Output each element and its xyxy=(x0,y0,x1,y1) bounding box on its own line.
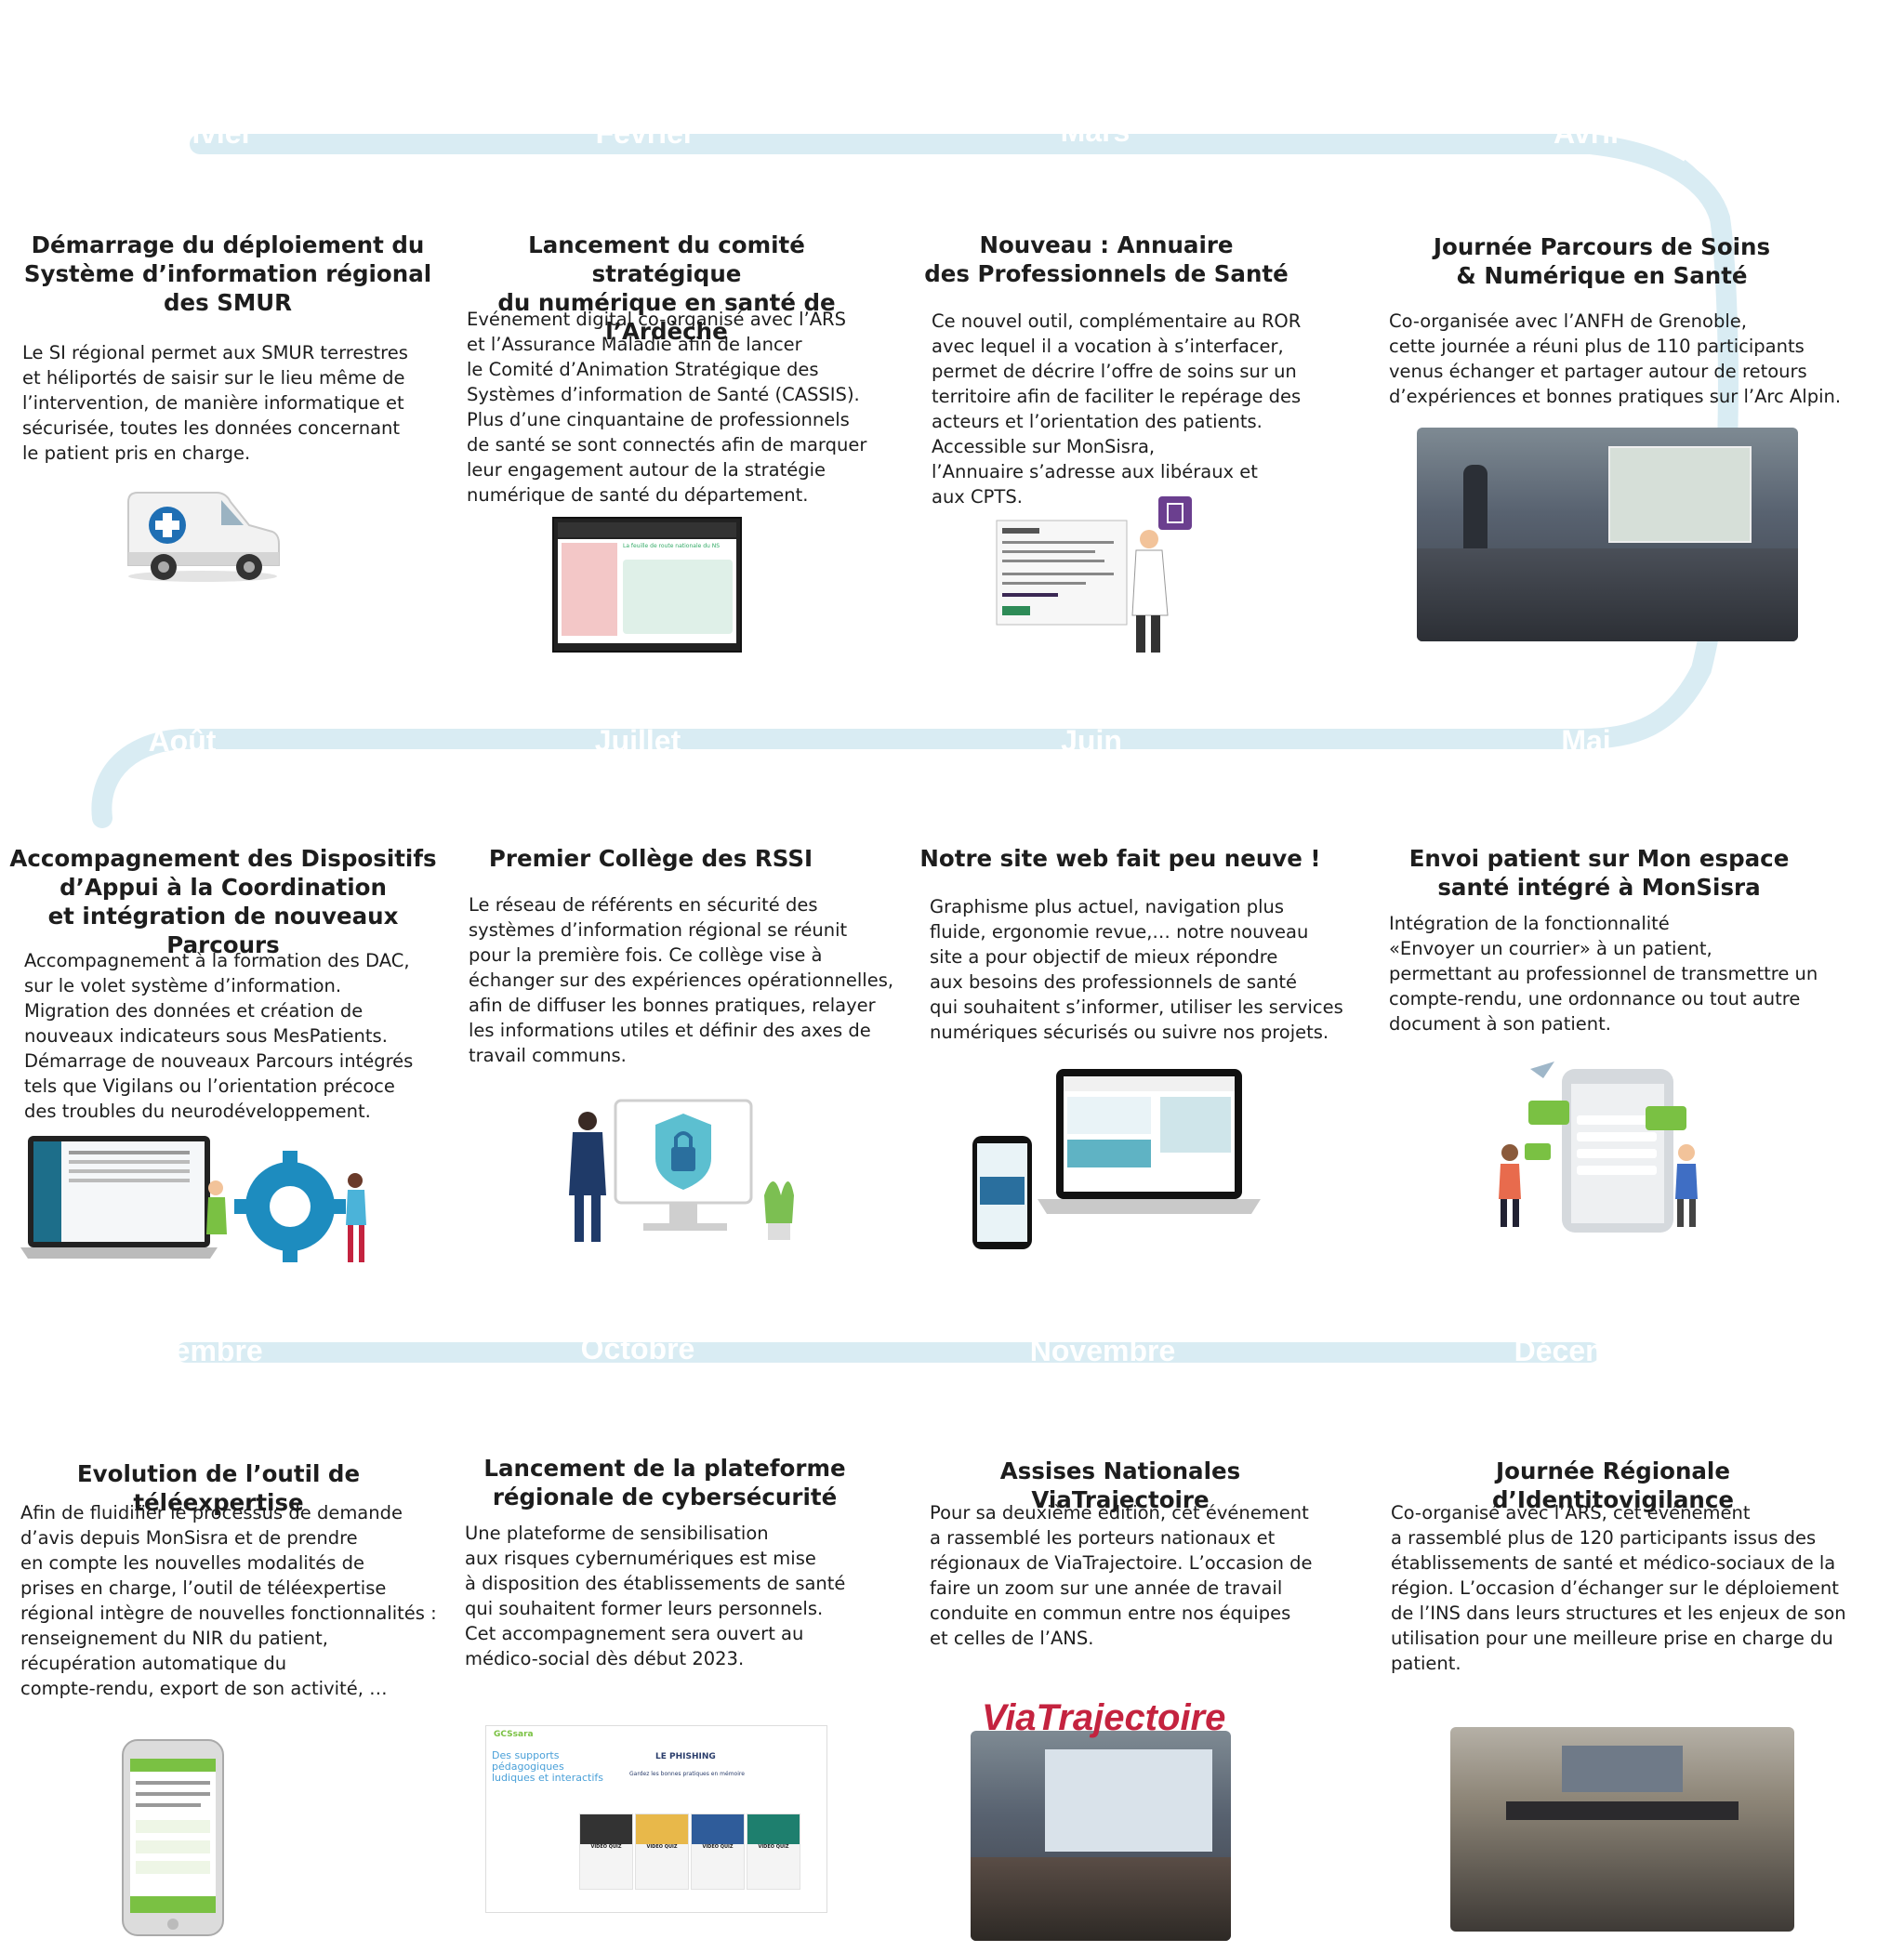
event-text-janvier: Le SI régional permet aux SMUR terrestre… xyxy=(22,342,408,464)
event-title-fevrier: Lancement du comité stratégique du numér… xyxy=(497,231,836,345)
doctor-directory-icon xyxy=(996,496,1192,653)
month-label: Mars xyxy=(1060,113,1130,148)
event-text-aout: Accompagnement à la formation des DAC, s… xyxy=(24,950,414,1122)
month-decembre: Décembre xyxy=(1495,1266,1677,1435)
conference-photo-icon xyxy=(1417,428,1798,641)
event-title-juillet: Premier Collège des RSSI xyxy=(488,845,813,872)
event-title-decembre: Journée Régionale d’Identitovigilance xyxy=(1491,1457,1735,1513)
event-text-mai: Intégration de la fonctionnalité «Envoye… xyxy=(1389,913,1818,1035)
card-label: VIDEO QUIZ xyxy=(590,1844,622,1850)
octobre-heading: Des supports pédagogiques ludiques et in… xyxy=(492,1749,603,1784)
viatrajectoire-photo-icon xyxy=(971,1731,1231,1941)
month-label: Mai xyxy=(1561,723,1611,758)
card-label: VIDEO QUIZ xyxy=(646,1844,678,1850)
phishing-platform-screenshot-icon: GCSsara Des supports pédagogiques ludiqu… xyxy=(485,1725,827,1913)
event-text-novembre: Pour sa deuxième édition, cet événement … xyxy=(930,1502,1313,1649)
screen-heading: La feuille de route nationale du NS xyxy=(623,543,721,549)
month-label: Janvier xyxy=(148,115,254,150)
event-title-avril: Journée Parcours de Soins & Numérique en… xyxy=(1433,233,1771,289)
month-juin: Juin xyxy=(1000,656,1183,825)
month-mai: Mai xyxy=(1495,656,1677,825)
month-octobre: Octobre xyxy=(547,1264,729,1433)
month-label: Avril xyxy=(1554,115,1619,150)
octobre-sub: Gardez les bonnes pratiques en mémoire xyxy=(629,1771,745,1777)
month-label: Février xyxy=(595,115,695,150)
event-text-juin: Graphisme plus actuel, navigation plus f… xyxy=(930,896,1343,1043)
event-title-janvier: Démarrage du déploiement du Système d’in… xyxy=(23,231,432,316)
month-janvier: Janvier xyxy=(110,48,292,218)
event-text-decembre: Co-organisé avec l’ARS, cet événement a … xyxy=(1391,1502,1846,1674)
messaging-phone-icon xyxy=(1499,1062,1698,1233)
video-conference-screenshot-icon: La feuille de route nationale du NS xyxy=(552,517,742,653)
smartphone-app-icon xyxy=(122,1739,224,1936)
month-mars: Mars xyxy=(1004,46,1186,216)
month-septembre: Septembre xyxy=(95,1266,277,1435)
ambulance-icon xyxy=(127,492,280,582)
month-fevrier: Février xyxy=(554,48,736,218)
event-title-juin: Notre site web fait peu neuve ! xyxy=(919,845,1321,872)
month-aout: Août xyxy=(91,656,273,825)
event-title-octobre: Lancement de la plateforme régionale de … xyxy=(483,1455,846,1510)
event-text-octobre: Une plateforme de sensibilisation aux ri… xyxy=(465,1523,846,1669)
card-label: VIDEO QUIZ xyxy=(758,1844,789,1850)
event-text-avril: Co-organisée avec l’ANFH de Grenoble, ce… xyxy=(1389,310,1842,407)
month-label: Septembre xyxy=(109,1333,263,1367)
security-lock-icon xyxy=(569,1099,794,1242)
event-title-novembre: Assises Nationales ViaTrajectoire xyxy=(999,1457,1241,1513)
octobre-title: LE PHISHING xyxy=(655,1752,716,1761)
laptop-gears-icon xyxy=(20,1136,366,1262)
viatrajectoire-logo: ViaTrajectoire xyxy=(982,1697,1226,1738)
month-label: Novembre xyxy=(1029,1333,1176,1367)
event-title-septembre: Evolution de l’outil de téléexpertise xyxy=(76,1460,361,1516)
month-label: Juillet xyxy=(594,723,681,758)
month-novembre: Novembre xyxy=(1012,1266,1194,1435)
month-label: Août xyxy=(148,723,217,758)
event-text-septembre: Afin de fluidifier le processus de deman… xyxy=(20,1502,437,1699)
month-label: Décembre xyxy=(1514,1333,1659,1367)
month-juillet: Juillet xyxy=(547,656,729,825)
card-label: VIDEO QUIZ xyxy=(702,1844,734,1850)
event-text-juillet: Le réseau de référents en sécurité des s… xyxy=(469,894,894,1066)
auditorium-photo-icon xyxy=(1450,1727,1794,1932)
month-label: Juin xyxy=(1061,723,1122,758)
event-text-fevrier: Evénement digital co-organisé avec l’ARS… xyxy=(467,309,867,506)
gcs-logo: GCSsara xyxy=(494,1730,534,1739)
event-title-mars: Nouveau : Annuaire des Professionnels de… xyxy=(924,231,1289,287)
event-text-mars: Ce nouvel outil, complémentaire au ROR a… xyxy=(932,310,1302,508)
month-avril: Avril xyxy=(1495,48,1677,218)
month-label: Octobre xyxy=(580,1331,695,1365)
event-title-aout: Accompagnement des Dispositifs d’Appui à… xyxy=(9,845,437,958)
event-title-mai: Envoi patient sur Mon espace santé intég… xyxy=(1408,845,1790,901)
website-laptop-icon xyxy=(972,1069,1261,1249)
